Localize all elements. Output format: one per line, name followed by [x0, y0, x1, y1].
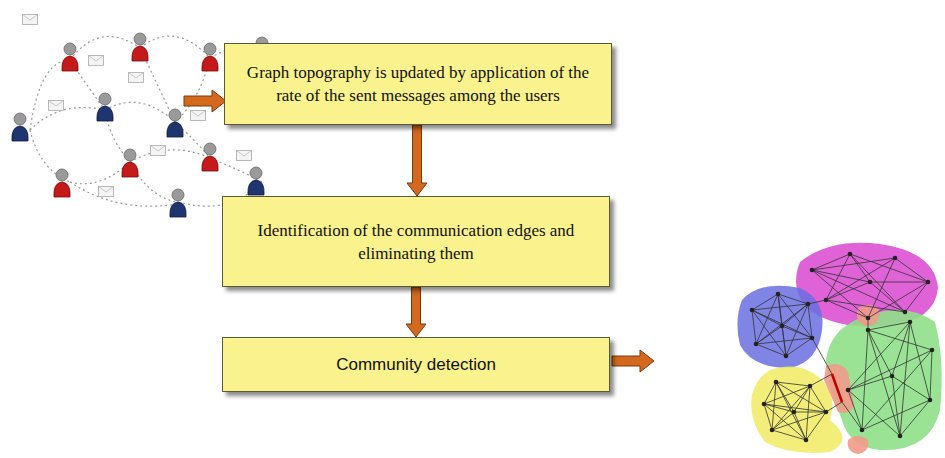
box-text-group: Identification of the communication edge… — [237, 219, 595, 265]
box-text-group: Community detection — [336, 353, 496, 376]
process-box: Graph topography is updated by applicati… — [224, 43, 612, 125]
box-label: Community detection — [336, 353, 496, 376]
output-arrow — [612, 350, 654, 372]
envelopes — [23, 15, 252, 197]
box-text-group: Graph topography is updated by applicati… — [239, 61, 597, 107]
input-arrow — [184, 90, 226, 112]
community-graph — [737, 243, 941, 454]
box-label: Identification of the communication edge… — [237, 219, 595, 265]
flow-arrow — [406, 287, 426, 337]
process-box: Community detection — [222, 337, 610, 392]
box-label: Graph topography is updated by applicati… — [239, 61, 597, 107]
process-box: Identification of the communication edge… — [222, 196, 610, 287]
flow-arrow — [407, 125, 427, 196]
